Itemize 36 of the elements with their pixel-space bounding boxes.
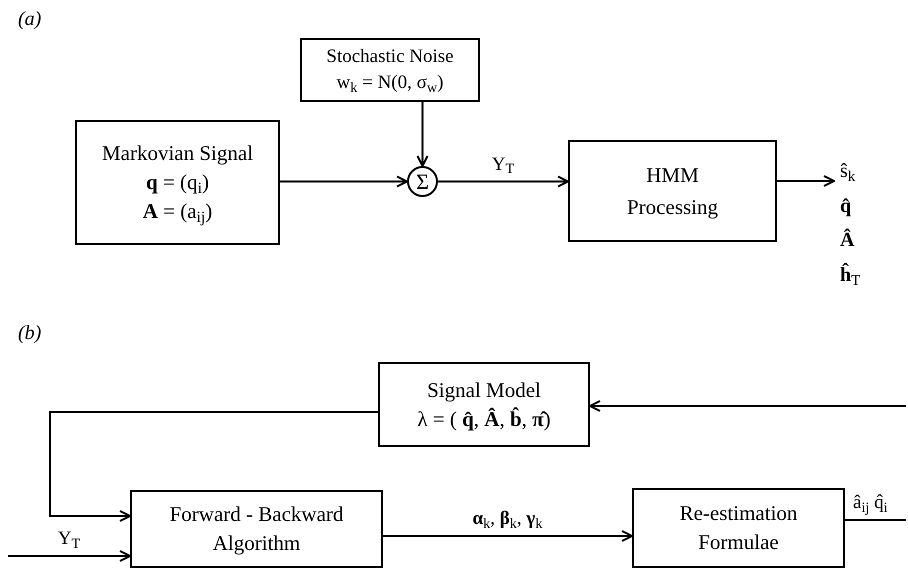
- node-text: Forward - Backward Algorithm: [168, 501, 344, 557]
- output-symbol: ĥ$_{T}$: [840, 262, 860, 288]
- edge-label: α$_{k}$, β$_{k}$, γ$_{k}$: [472, 507, 542, 532]
- arrow: [777, 175, 835, 187]
- node-text: Markovian Signal: [102, 140, 254, 167]
- edge-label: Y$_{T}$: [58, 527, 80, 552]
- node-text: Signal Model: [427, 376, 541, 404]
- arrow: [49, 411, 378, 522]
- process-box: [632, 488, 845, 568]
- process-box: [300, 38, 480, 102]
- node-text: w$_{k}$ = N(0, σ$_{w}$): [336, 71, 444, 96]
- edge-label: â$_{ij}$ q̂$_{i}$: [853, 491, 888, 516]
- process-box: [130, 490, 383, 568]
- edge-label: Y$_{T}$: [492, 152, 514, 178]
- panel-label: (b): [18, 321, 42, 346]
- arrow: [8, 550, 131, 562]
- process-box: [75, 120, 280, 245]
- node-text: Stochastic Noise: [326, 45, 454, 69]
- node-text: λ = ( q̂, Â, b̂, π̂): [417, 406, 551, 432]
- arrow: [438, 176, 569, 188]
- node-text: HMM Processing: [626, 162, 719, 221]
- arrow: [280, 176, 408, 188]
- output-symbol: ŝ$_{k}$: [840, 159, 856, 184]
- arrow: [383, 530, 633, 542]
- process-box: [378, 362, 590, 447]
- node-text: A = (a$_{ij}$): [142, 198, 212, 226]
- node-text: q = (q$_{i}$): [146, 169, 209, 197]
- arrow: [416, 102, 428, 167]
- node-text: Re-estimation Formulae: [678, 500, 798, 556]
- output-symbol: Â: [840, 228, 854, 254]
- sum-symbol: Σ: [416, 170, 429, 192]
- summing-junction: [407, 166, 438, 197]
- output-symbol: q̂: [840, 194, 852, 219]
- panel-label: (a): [18, 7, 42, 32]
- process-box: [568, 140, 777, 242]
- arrow: [589, 400, 906, 412]
